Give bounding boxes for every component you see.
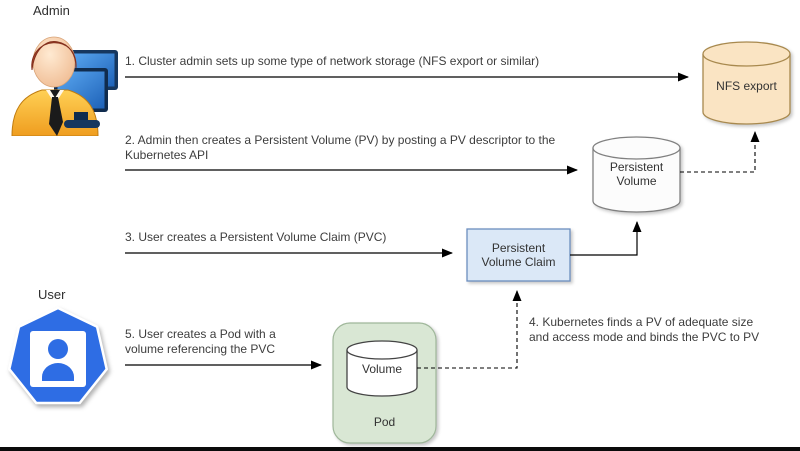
step3-text: 3. User creates a Persistent Volume Clai… — [125, 230, 387, 244]
arrow-pv-to-nfs-dashed — [680, 131, 760, 173]
step1-text: 1. Cluster admin sets up some type of ne… — [125, 54, 540, 68]
monitor-stand-icon — [64, 112, 100, 128]
bottom-black-bar — [0, 447, 800, 451]
step2-text: 2. Admin then creates a Persistent Volum… — [125, 133, 556, 162]
persistent-volume-claim-box — [466, 228, 571, 282]
admin-figure — [11, 36, 99, 136]
persistent-volume-claim-label: Persistent Volume Claim — [481, 241, 556, 269]
step5-text: 5. User creates a Pod with a volume refe… — [125, 327, 276, 356]
step4-text: 4. Kubernetes finds a PV of adequate siz… — [529, 315, 760, 344]
user-body — [42, 363, 74, 381]
arrow-volume-to-pvc-dashed — [417, 290, 522, 369]
nfs-export-cylinder — [702, 41, 791, 125]
volume-label: Volume — [361, 362, 403, 376]
persistent-volume-label: Persistent Volume — [609, 160, 664, 188]
user-head — [48, 339, 68, 359]
admin-person-icon — [11, 36, 118, 136]
user-person-icon — [8, 306, 108, 405]
user-label: User — [38, 287, 66, 302]
nfs-export-label: NFS export — [716, 79, 777, 93]
admin-label: Admin — [33, 3, 70, 18]
persistent-volume-cylinder — [592, 136, 681, 213]
volume-cylinder — [346, 340, 418, 397]
arrow-pvc-to-pv — [570, 221, 642, 256]
pod-label: Pod — [373, 415, 396, 429]
